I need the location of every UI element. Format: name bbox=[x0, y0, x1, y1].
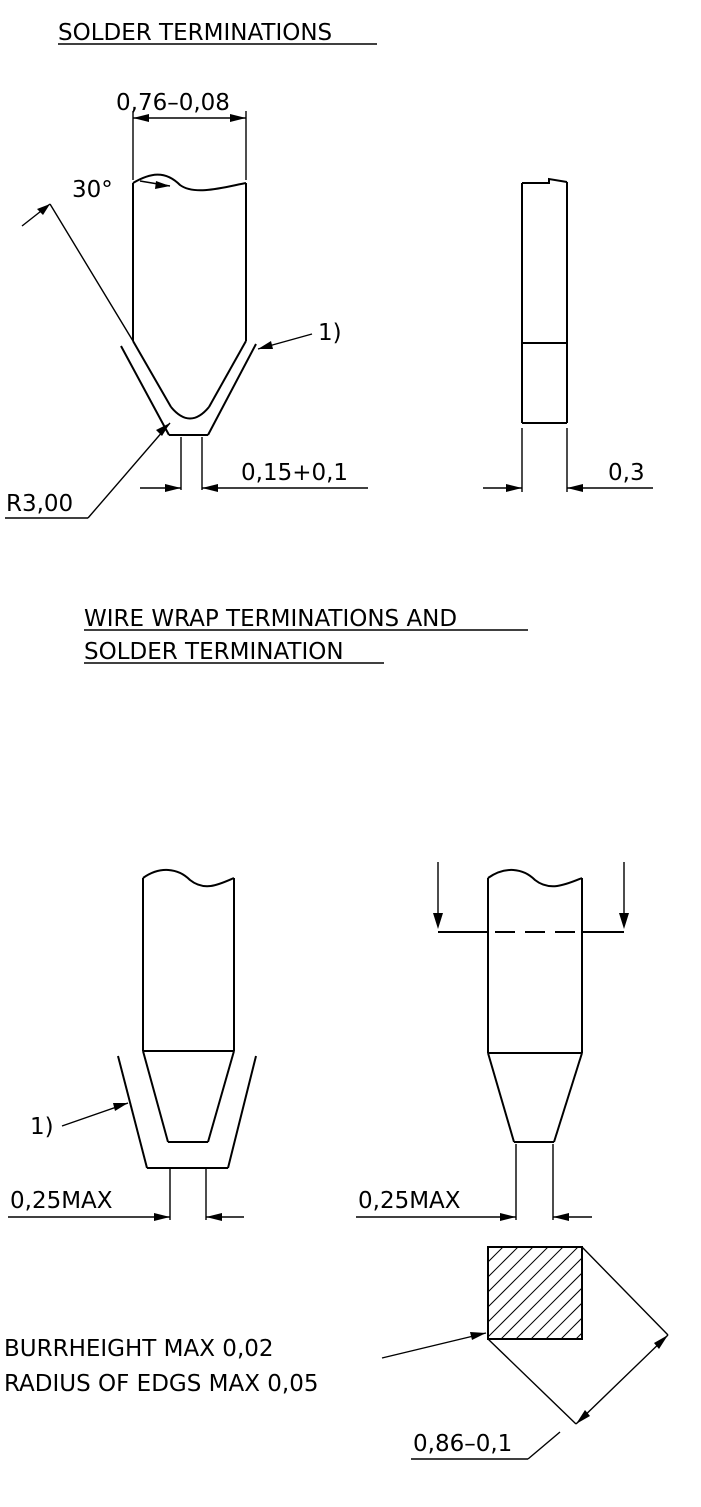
angle-dimension: 30° bbox=[72, 177, 171, 203]
radius-label: R3,00 bbox=[6, 491, 73, 517]
side-thickness-dimension: 0,3 bbox=[483, 428, 653, 492]
wire-wrap-pin-right bbox=[487, 869, 583, 1143]
max-left-label: 0,25MAX bbox=[10, 1188, 113, 1214]
angle-label: 30° bbox=[72, 177, 113, 203]
wire-wrap-heading-line2: SOLDER TERMINATION bbox=[84, 639, 344, 665]
reference-note-bottom: 1) bbox=[30, 1102, 129, 1140]
tip-width-label: 0,15+0,1 bbox=[241, 460, 348, 486]
diagonal-dimension: 0,86–0,1 bbox=[411, 1246, 669, 1460]
diagonal-label: 0,86–0,1 bbox=[413, 1431, 512, 1457]
wire-wrap-pin-left bbox=[142, 869, 235, 1143]
ref-note-bottom-label: 1) bbox=[30, 1114, 54, 1140]
wire-wrap-section: WIRE WRAP TERMINATIONS AND SOLDER TERMIN… bbox=[4, 606, 669, 1460]
top-width-label: 0,76–0,08 bbox=[116, 90, 230, 116]
section-cut-line bbox=[433, 862, 629, 933]
ref-note-top-label: 1) bbox=[318, 320, 342, 346]
radius-leader: R3,00 bbox=[5, 203, 171, 519]
burr-height-note: BURRHEIGHT MAX 0,02 bbox=[4, 1336, 274, 1362]
max-dimension-right: 0,25MAX bbox=[356, 1144, 592, 1221]
tip-width-dimension: 0,15+0,1 bbox=[140, 437, 368, 492]
solder-heading: SOLDER TERMINATIONS bbox=[58, 20, 332, 46]
wire-wrap-heading-line1: WIRE WRAP TERMINATIONS AND bbox=[84, 606, 457, 632]
edge-radius-note: RADIUS OF EDGS MAX 0,05 bbox=[4, 1371, 319, 1397]
top-width-dimension: 0,76–0,08 bbox=[116, 90, 247, 180]
wire-wrap-cup-left bbox=[117, 1055, 257, 1169]
solder-cup-outline bbox=[120, 343, 257, 436]
solder-pin-side-view bbox=[521, 177, 568, 424]
side-thickness-label: 0,3 bbox=[608, 460, 645, 486]
solder-pin-front-view bbox=[132, 173, 247, 420]
solder-terminations-section: SOLDER TERMINATIONS 0,76–0,08 bbox=[5, 20, 653, 519]
reference-note-top: 1) bbox=[257, 320, 342, 350]
hatched-cross-section bbox=[487, 1246, 583, 1340]
max-dimension-left: 0,25MAX bbox=[8, 1168, 244, 1221]
max-right-label: 0,25MAX bbox=[358, 1188, 461, 1214]
burr-note-leader bbox=[381, 1332, 487, 1359]
